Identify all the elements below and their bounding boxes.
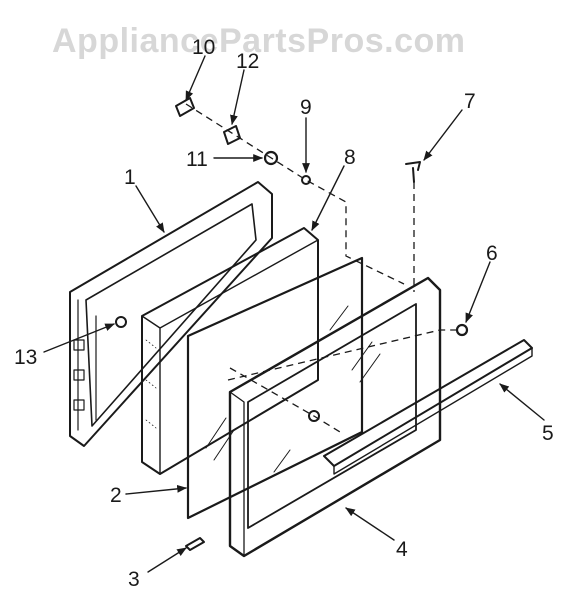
clip-12-icon	[223, 125, 241, 145]
part-outer-door-frame	[228, 276, 442, 558]
assembly-guides	[185, 103, 462, 433]
callout-8: 8	[344, 146, 356, 169]
hinge-slot-icon	[73, 369, 85, 381]
part-glass-panel	[186, 256, 364, 520]
callout-11: 11	[186, 148, 208, 171]
hinge-slot-icon	[73, 399, 85, 411]
fastener-13-icon	[115, 316, 127, 328]
part-insulation	[141, 227, 319, 475]
callout-13: 13	[14, 346, 37, 369]
bushing-11-icon	[263, 150, 279, 166]
washer-9-icon	[301, 175, 311, 185]
callout-6: 6	[486, 242, 498, 265]
callout-12: 12	[236, 50, 259, 73]
callout-10: 10	[192, 36, 215, 59]
seal-3-icon	[185, 537, 205, 551]
callout-3: 3	[128, 568, 140, 591]
callout-1: 1	[124, 166, 136, 189]
callout-5: 5	[542, 422, 554, 445]
part-inner-door-frame	[69, 181, 273, 447]
hinge-slot-icon	[73, 339, 85, 351]
bushing-inner-icon	[308, 410, 320, 422]
screw-7-icon	[405, 161, 421, 183]
callout-labels: 10 12 9 7 1 11 8 6 13 5 2 4 3	[14, 36, 554, 591]
callout-9: 9	[300, 96, 312, 119]
callout-leaders	[43, 55, 545, 573]
callout-4: 4	[396, 538, 408, 561]
pivot-pin-10-icon	[175, 97, 195, 117]
callout-7: 7	[464, 90, 476, 113]
part-handle	[323, 339, 533, 475]
watermark-text: AppliancePartsPros.com	[52, 22, 465, 60]
bushing-6-icon	[455, 323, 469, 337]
part-hardware	[175, 97, 469, 551]
callout-2: 2	[110, 484, 122, 507]
